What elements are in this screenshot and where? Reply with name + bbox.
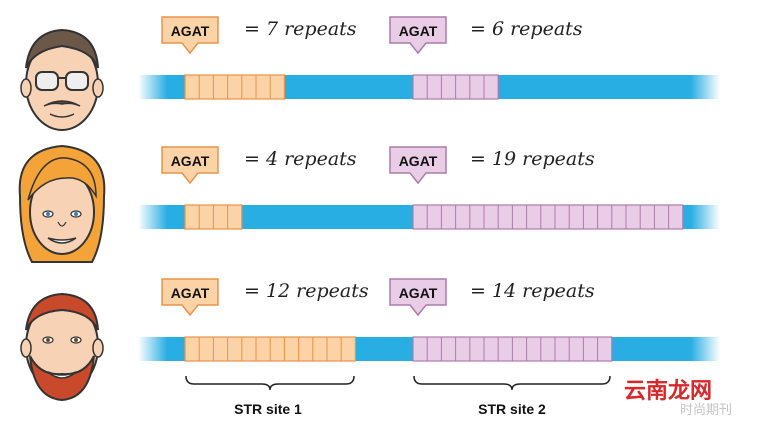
site2-repeat-count: = 6 repeats (470, 18, 583, 40)
man-red-beard-icon (20, 292, 104, 402)
str-row: AGAT = 4 repeats AGAT = 19 repeats (138, 146, 720, 230)
site1-motif-label: AGAT (171, 23, 210, 39)
watermark-sub: 时尚期刊 (680, 403, 732, 418)
site1-motif-callout (161, 278, 219, 317)
woman-blonde-hair-icon (18, 144, 106, 263)
site1-block (184, 74, 286, 100)
site1-brace (185, 375, 355, 391)
site1-repeat-count: = 12 repeats (244, 280, 369, 302)
site-braces: STR site 1 STR site 2 (185, 375, 611, 417)
site2-block (412, 204, 684, 230)
site1-motif-label: AGAT (171, 153, 210, 169)
man-glasses-mustache-icon (20, 28, 104, 131)
watermark-logo: 云南龙网 时尚期刊 (624, 379, 732, 418)
watermark-main: 云南龙网 (624, 379, 712, 404)
site2-motif-label: AGAT (399, 23, 438, 39)
site2-brace (413, 375, 611, 391)
site2-repeat-count: = 14 repeats (470, 280, 595, 302)
site1-motif-callout (161, 16, 219, 55)
site2-label: STR site 2 (478, 401, 546, 417)
site1-motif-callout (161, 146, 219, 185)
site2-repeat-count: = 19 repeats (470, 148, 595, 170)
str-row: AGAT = 12 repeats AGAT = 14 repeats (138, 278, 720, 362)
site1-label: STR site 1 (234, 401, 302, 417)
site2-motif-callout (389, 146, 447, 185)
site1-motif-label: AGAT (171, 285, 210, 301)
site1-repeat-count: = 4 repeats (244, 148, 357, 170)
site2-motif-callout (389, 16, 447, 55)
site2-motif-label: AGAT (399, 153, 438, 169)
site1-repeat-count: = 7 repeats (244, 18, 357, 40)
site2-motif-callout (389, 278, 447, 317)
site2-motif-label: AGAT (399, 285, 438, 301)
str-row: AGAT = 7 repeats AGAT = 6 repeats (138, 16, 720, 100)
